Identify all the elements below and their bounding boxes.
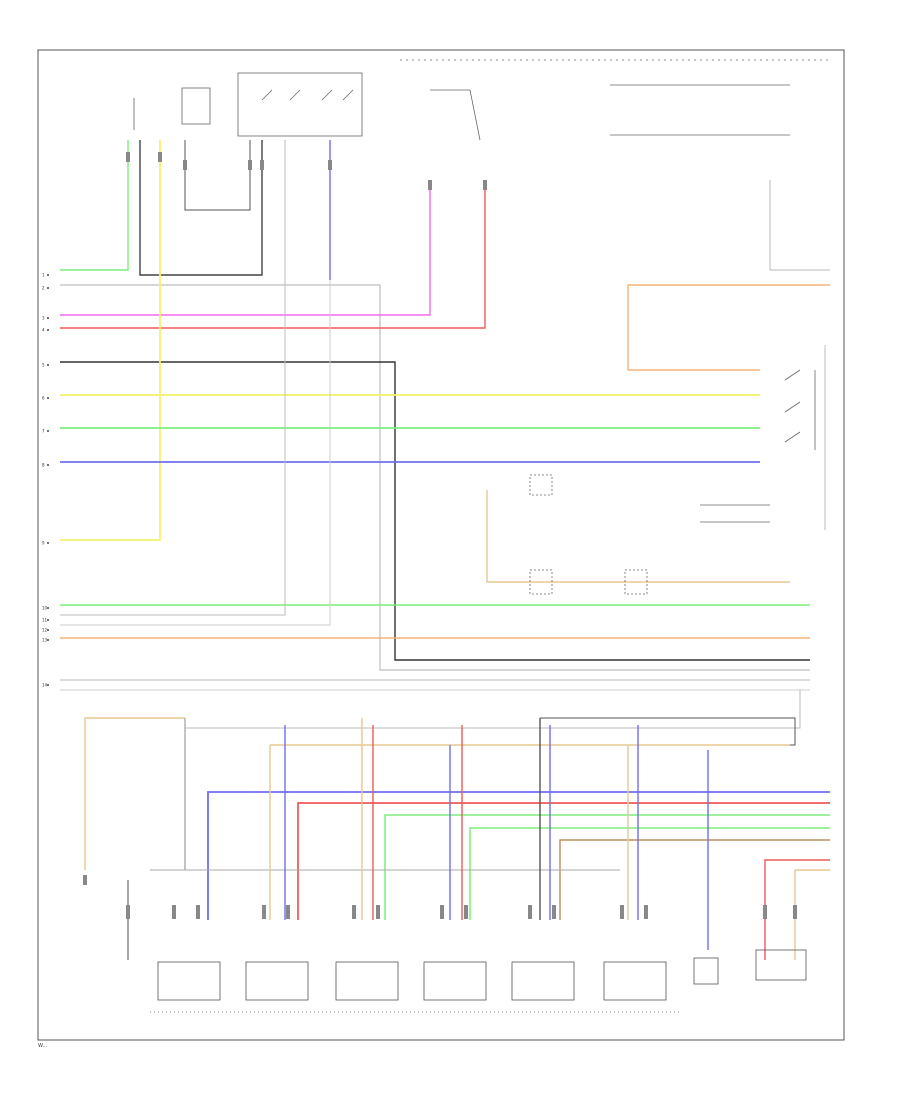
wire-gray-low2 bbox=[185, 690, 801, 729]
pin-label: 5 bbox=[42, 363, 45, 368]
wire-blue-low bbox=[207, 791, 830, 920]
pin-label: 9 bbox=[42, 541, 45, 546]
wire-black-long bbox=[60, 361, 810, 661]
pin-label: 12 bbox=[42, 628, 48, 633]
wire-gray-1 bbox=[60, 284, 810, 671]
wire-magenta bbox=[60, 185, 431, 316]
pin-label: 13 bbox=[42, 638, 48, 643]
relay-box bbox=[181, 87, 211, 125]
wire-gray-mid2 bbox=[60, 280, 331, 626]
top-components bbox=[133, 59, 830, 141]
sensor-module-3 bbox=[335, 961, 399, 1001]
pin-label: 6 bbox=[42, 396, 45, 401]
diagram-code: W... bbox=[38, 1043, 48, 1049]
sensor-module-6 bbox=[603, 961, 667, 1001]
diagram-frame bbox=[37, 49, 845, 1041]
wire-yellow-vert bbox=[60, 140, 161, 541]
connectors bbox=[83, 152, 797, 919]
wire-black-low bbox=[540, 717, 796, 746]
pin-label: 10 bbox=[42, 606, 48, 611]
wire-black-1 bbox=[139, 140, 263, 276]
left-pin-markers bbox=[47, 274, 49, 686]
wire-tan-right bbox=[794, 869, 830, 960]
sensor-module-8 bbox=[755, 949, 807, 981]
wire-gray-mid1 bbox=[60, 140, 286, 616]
wire-brown-low bbox=[559, 839, 830, 920]
switch-box bbox=[237, 72, 363, 137]
pin-label: 11 bbox=[42, 618, 48, 623]
wire-tan-center bbox=[486, 490, 790, 583]
pin-label: 8 bbox=[42, 463, 45, 468]
wires bbox=[60, 140, 830, 960]
sensor-modules bbox=[150, 949, 807, 1013]
sensor-module-4 bbox=[423, 961, 487, 1001]
wire-red-top bbox=[60, 185, 486, 329]
wire-tan-low bbox=[84, 717, 185, 870]
wire-green-1 bbox=[60, 140, 129, 271]
sensor-module-7 bbox=[693, 957, 719, 985]
pin-label: 7 bbox=[42, 429, 45, 434]
wire-red-right bbox=[764, 859, 830, 960]
wire-black-2 bbox=[184, 140, 251, 211]
pin-label: 14 bbox=[42, 683, 48, 688]
pin-label: 3 bbox=[42, 316, 45, 321]
sensor-module-5 bbox=[511, 961, 575, 1001]
sensor-module-2 bbox=[245, 961, 309, 1001]
wire-red-low bbox=[297, 802, 830, 920]
wire-gray-right bbox=[769, 180, 830, 271]
wire-orange-top bbox=[627, 284, 830, 371]
pin-label: 2 bbox=[42, 286, 45, 291]
wire-green-low2 bbox=[469, 827, 830, 920]
pin-label: 1 bbox=[42, 273, 45, 278]
pin-label: 4 bbox=[42, 328, 45, 333]
sensor-module-1 bbox=[157, 961, 221, 1001]
wire-green-low1 bbox=[384, 814, 830, 920]
right-switches bbox=[529, 369, 816, 595]
